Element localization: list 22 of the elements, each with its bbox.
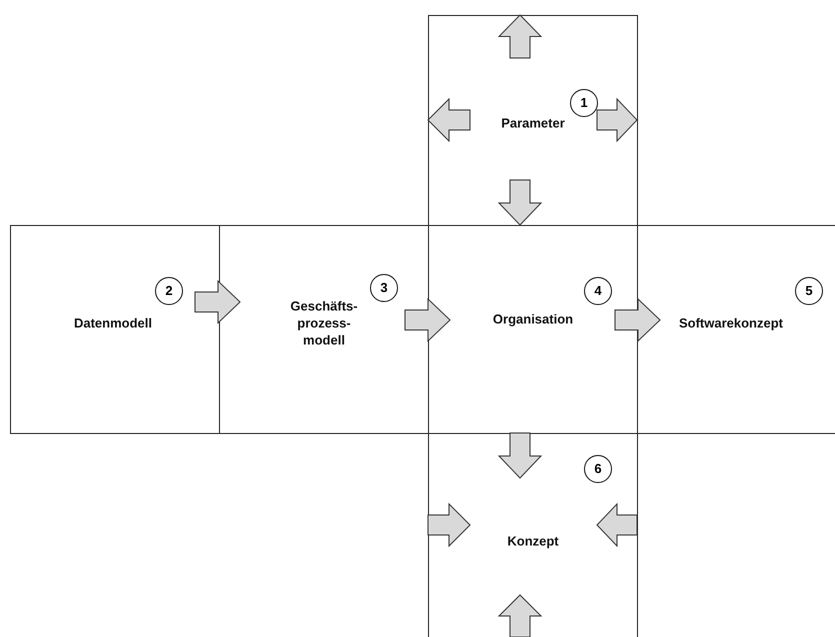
diagram-box [428,433,638,637]
step-number: 2 [155,277,183,305]
block-arrow [498,432,542,479]
box-label: Softwarekonzept [678,314,784,332]
box-label: Konzept [506,532,560,550]
diagram-box [637,225,835,434]
box-label: Organisation [492,310,574,328]
block-arrow [404,298,451,342]
block-arrow [194,280,241,324]
step-number: 5 [795,277,823,305]
diagram-box [428,15,638,226]
step-number: 6 [584,455,612,483]
diagram-box [219,225,429,434]
box-label: Geschäfts- prozess- modell [289,298,359,348]
diagram-box [10,225,220,434]
step-number: 4 [584,277,612,305]
step-number: 3 [370,274,398,302]
box-label: Datenmodell [72,314,153,332]
box-label: Parameter [500,114,566,132]
block-arrow [498,180,542,226]
block-arrow [614,298,661,342]
step-number: 1 [570,89,598,117]
